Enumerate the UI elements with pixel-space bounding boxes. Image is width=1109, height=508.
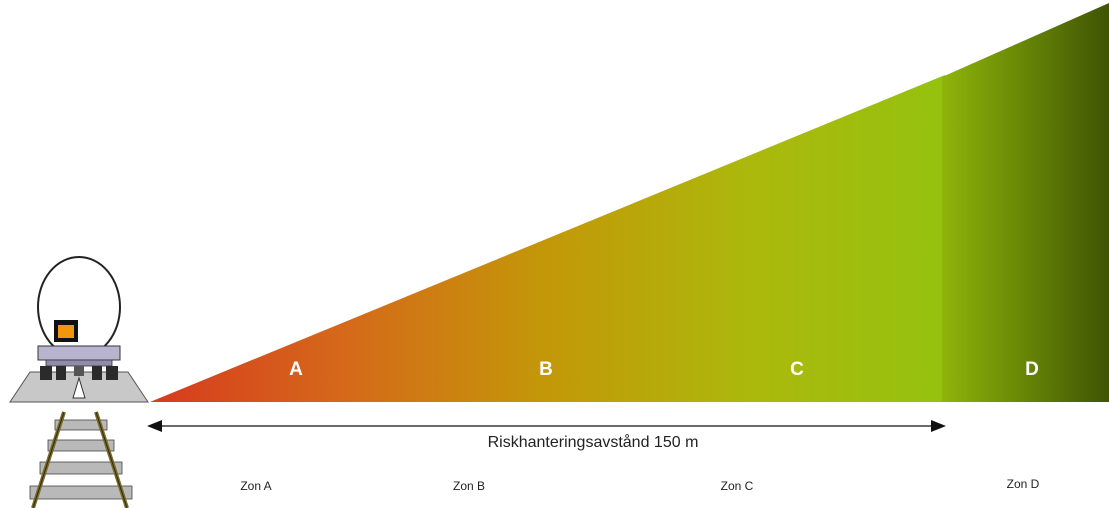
zone-c-letter: C — [790, 359, 804, 380]
railway-track-icon — [29, 411, 133, 508]
zone-b-letter: B — [539, 359, 553, 380]
distance-label: Riskhanteringsavstånd 150 m — [488, 433, 699, 451]
distance-arrow — [147, 420, 946, 432]
zone-d-area — [942, 3, 1109, 402]
zone-d-label: Zon D — [1007, 477, 1040, 491]
zone-b-label: Zon B — [453, 479, 485, 493]
arrow-left-icon — [147, 420, 162, 432]
tank-car-icon — [9, 256, 149, 403]
zone-d-letter: D — [1025, 359, 1039, 380]
risk-wedge — [150, 75, 945, 402]
zone-c-label: Zon C — [721, 479, 754, 493]
zone-a-label: Zon A — [240, 479, 271, 493]
arrow-right-icon — [931, 420, 946, 432]
zone-a-letter: A — [289, 359, 303, 380]
